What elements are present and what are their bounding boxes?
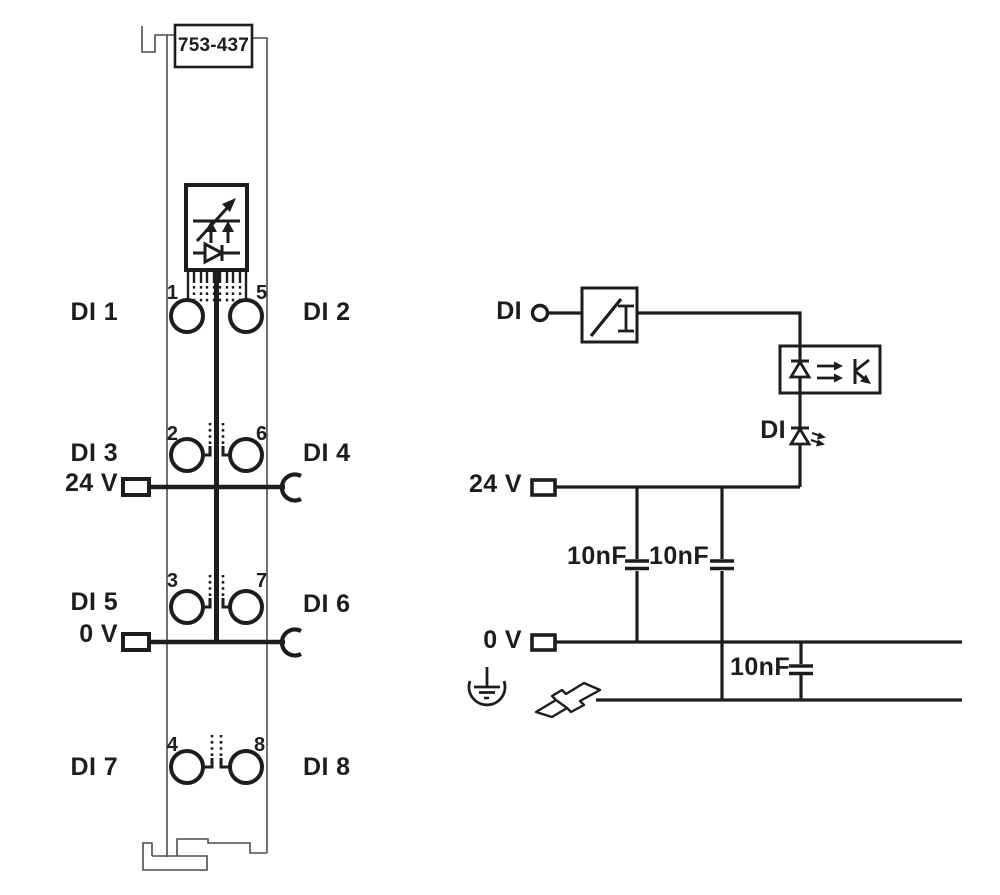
label-di1: DI 1	[70, 298, 118, 326]
contact-linkages	[203, 423, 230, 769]
schematic-0v-label: 0 V	[483, 626, 522, 654]
led-di-label: DI	[760, 416, 786, 444]
part-number-box	[173, 23, 254, 69]
module-body-outline	[141, 26, 268, 871]
terminal-number-7: 7	[256, 570, 268, 592]
terminal-2	[169, 437, 205, 473]
label-di6: DI 6	[303, 590, 351, 618]
terminal-6	[228, 437, 264, 473]
din-rail-icon	[534, 681, 602, 719]
capacitor-1-value: 10nF	[567, 542, 627, 570]
terminal-3	[169, 589, 205, 625]
capacitor-3	[789, 642, 813, 700]
label-di8: DI 8	[303, 753, 351, 781]
schematic-24v-label: 24 V	[468, 470, 522, 498]
terminal-7	[228, 589, 264, 625]
terminal-number-1: 1	[166, 282, 178, 304]
di-input-terminal	[530, 303, 550, 323]
functional-earth-icon	[467, 667, 507, 707]
terminal-circles	[169, 298, 264, 785]
led-icon	[788, 426, 826, 447]
schematic	[467, 286, 962, 719]
capacitor-2	[710, 487, 734, 700]
part-number: 753-437	[177, 35, 250, 56]
label-di3: DI 3	[70, 439, 118, 467]
diode-icon	[193, 241, 240, 265]
power-feed-rows	[121, 472, 302, 658]
label-di5: DI 5	[70, 588, 118, 616]
label-0v: 0 V	[79, 620, 118, 648]
power-jumper-contact-icon	[279, 472, 302, 503]
label-di4: DI 4	[303, 439, 351, 467]
terminal-number-5: 5	[256, 282, 268, 304]
terminal-8	[228, 749, 264, 785]
terminal-square-24v	[121, 477, 151, 497]
terminal-5	[228, 298, 264, 334]
terminal-square-0v-schematic	[530, 633, 557, 652]
threshold-filter-icon	[580, 286, 639, 344]
terminal-number-8: 8	[254, 734, 266, 756]
terminal-square-24v-schematic	[530, 478, 557, 497]
label-di7: DI 7	[70, 753, 118, 781]
terminal-square-0v	[121, 632, 151, 652]
capacitor-2-value: 10nF	[649, 542, 709, 570]
schematic-di-label: DI	[496, 297, 522, 325]
capacitor-3-value: 10nF	[730, 653, 790, 681]
terminal-number-2: 2	[166, 423, 178, 445]
label-di2: DI 2	[303, 298, 351, 326]
optocoupler-icon	[778, 344, 882, 395]
terminal-number-6: 6	[256, 423, 268, 445]
terminal-4	[169, 749, 205, 785]
label-24v: 24 V	[64, 469, 118, 497]
power-jumper-contact-icon	[279, 627, 302, 658]
led-indicator-block-icon	[184, 183, 249, 272]
terminal-1	[169, 298, 205, 334]
capacitor-1	[625, 487, 649, 642]
terminal-number-4: 4	[166, 734, 178, 756]
terminal-number-3: 3	[166, 570, 178, 592]
